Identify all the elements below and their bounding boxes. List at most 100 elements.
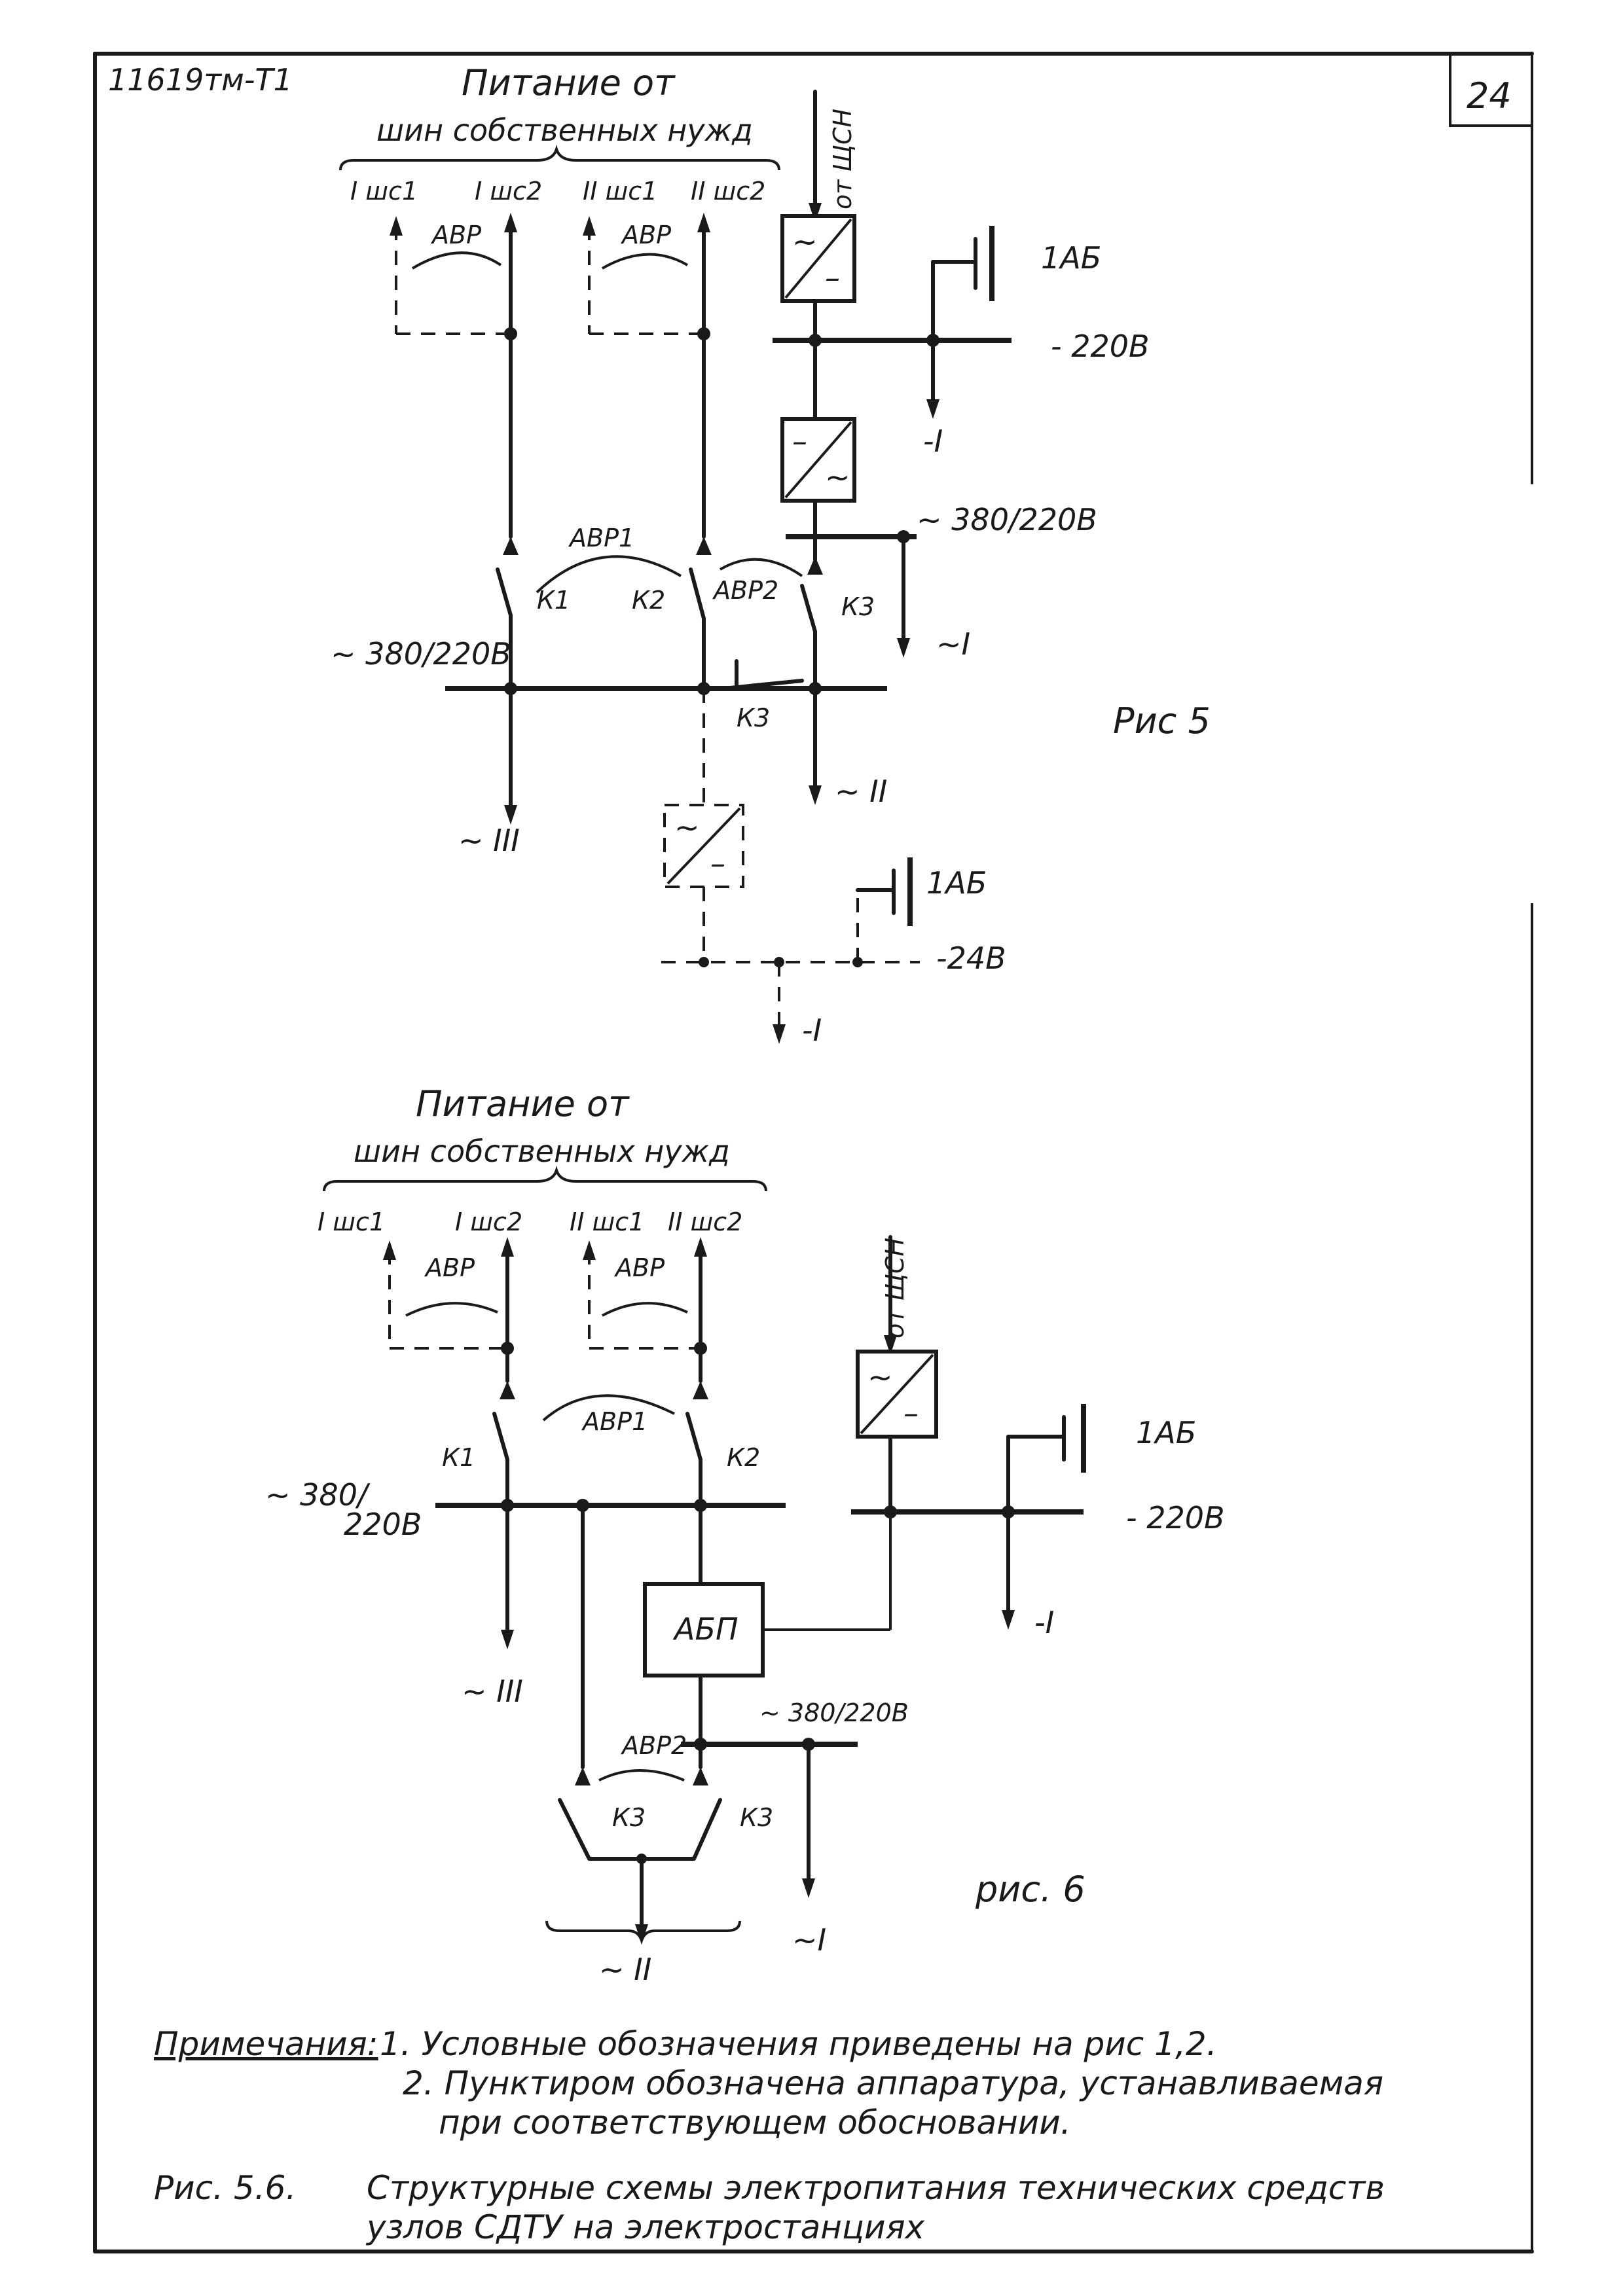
- fig6-abp-label: АБП: [672, 1611, 739, 1647]
- fig5-dc-out-arrow: [926, 399, 939, 419]
- fig5-k3b-label: К3: [737, 704, 770, 732]
- fig5-bus4-arrow: [697, 213, 710, 232]
- fig6-out-i-arrow: [802, 1878, 815, 1898]
- fig6-out-ii-label: ~ II: [599, 1952, 651, 1987]
- fig5-24v-out-label: -I: [802, 1013, 822, 1048]
- fig6-k2-label: К2: [727, 1443, 760, 1472]
- fig6-ac-bus-label-a: ~ 380/: [265, 1477, 371, 1513]
- fig6-rectifier-diag: [860, 1354, 934, 1435]
- fig5-avr2-label: АВР2: [712, 576, 778, 605]
- fig5-avr2-arc: [719, 558, 803, 577]
- fig5-bus3-arrow: [583, 216, 596, 236]
- fig5-out-ii-arrow: [809, 785, 822, 805]
- fig5-ac-main-junction-3: [809, 682, 822, 695]
- fig5-24v-ac-glyph: ~: [674, 810, 700, 845]
- fig5-out-iii-arrow: [504, 805, 517, 825]
- fig5-avr-arc-left: [411, 251, 502, 270]
- fig6-out-iii-arrow: [501, 1630, 514, 1649]
- fig5-24v-battery-label: 1АБ: [926, 865, 987, 901]
- figure-caption-line-2: узлов СДТУ на электростанциях: [365, 2208, 925, 2246]
- fig6-k3-right-blade: [692, 1798, 722, 1861]
- fig6-supply-brace: [323, 1165, 767, 1192]
- fig6-bus1-arrow: [383, 1240, 396, 1260]
- fig5-inverter-dc-glyph: –: [792, 423, 807, 459]
- fig5-k3-contact-mark: [807, 556, 823, 575]
- fig6-dc-out-arrow: [1002, 1610, 1015, 1630]
- fig5-k1-label: К1: [537, 586, 570, 615]
- fig5-bus-label-4: II шс2: [691, 177, 765, 206]
- fig5-bus2-arrow: [504, 213, 517, 232]
- fig5-supply-title-1: Питание от: [462, 62, 676, 103]
- figure-6: Питание от шин собственных нужд I шс1 I …: [265, 1083, 1225, 1987]
- fig5-ac-top-label: ~ 380/220В: [917, 502, 1097, 537]
- fig6-out-ii-brace: [545, 1920, 741, 1945]
- figure-caption: Рис. 5.6. Структурные схемы электропитан…: [154, 2169, 1385, 2246]
- notes-label: Примечания:: [154, 2025, 378, 2063]
- fig5-k1-contact-mark: [503, 537, 519, 555]
- fig5-inverter-diag: [784, 421, 852, 499]
- fig6-bus-label-1: I шс1: [318, 1208, 385, 1236]
- fig5-avr-right: АВР: [620, 221, 671, 249]
- fig6-avr-left: АВР: [424, 1253, 475, 1282]
- fig6-dc220-label: - 220В: [1126, 1500, 1225, 1535]
- fig6-bus-label-2: I шс2: [455, 1208, 522, 1236]
- fig6-ac-bus-label-b: 220В: [344, 1507, 422, 1542]
- figure-5: Питание от шин собственных нужд I шс1 I …: [331, 62, 1211, 1048]
- fig6-caption: рис. 6: [975, 1869, 1085, 1910]
- fig5-k2-contact-mark: [696, 537, 712, 555]
- fig5-24v-dc-glyph: –: [710, 846, 725, 881]
- figure-caption-label: Рис. 5.6.: [154, 2169, 296, 2207]
- fig5-out-ii-label: ~ II: [835, 774, 887, 809]
- fig6-bus2-junction: [501, 1342, 514, 1355]
- fig6-avr-arc-left: [405, 1302, 498, 1317]
- fig5-ac-top-out-label: ~I: [936, 626, 970, 662]
- fig6-bus4-junction: [694, 1342, 707, 1355]
- fig5-dc220-label: - 220В: [1051, 329, 1150, 364]
- fig5-24v-junction-1: [699, 957, 709, 967]
- fig5-avr1-arc: [536, 555, 682, 594]
- fig6-k1-label: К1: [442, 1443, 475, 1472]
- fig6-avr1-label: АВР1: [581, 1407, 647, 1436]
- fig6-k3-left-blade: [558, 1798, 591, 1861]
- fig6-bus-label-4: II шс2: [668, 1208, 742, 1236]
- fig5-rectifier-diag: [784, 218, 852, 299]
- fig5-dc-out-label: -I: [923, 423, 943, 459]
- fig5-supply-brace: [339, 144, 780, 171]
- note-1: 1. Условные обозначения приведены на рис…: [380, 2025, 1217, 2063]
- fig5-24v-rectifier-diag: [666, 807, 741, 885]
- fig6-avr2-arc: [598, 1769, 685, 1782]
- fig5-bus-label-3: II шс1: [583, 177, 657, 206]
- fig6-battery-label: 1АБ: [1136, 1415, 1196, 1450]
- fig5-avr1-label: АВР1: [568, 524, 634, 552]
- fig6-ac-junction-3: [694, 1499, 707, 1512]
- fig5-k2-label: К2: [632, 586, 665, 615]
- page-number: 24: [1467, 75, 1512, 117]
- fig6-rectifier-dc-glyph: –: [903, 1395, 919, 1431]
- fig5-24v-label: -24В: [936, 941, 1006, 976]
- fig6-bus-label-3: II шс1: [570, 1208, 644, 1236]
- fig5-k3-blade: [800, 584, 817, 634]
- fig6-out-ii-arrow: [635, 1924, 648, 1944]
- fig5-bus1-arrow: [390, 216, 403, 236]
- figure-caption-line-1: Структурные схемы электропитания техниче…: [367, 2169, 1385, 2207]
- fig6-k2-contact-mark: [693, 1381, 708, 1399]
- fig6-k2-blade: [685, 1412, 702, 1462]
- fig5-caption: Рис 5: [1113, 700, 1211, 742]
- fig6-avr-arc-right: [602, 1302, 688, 1317]
- fig6-k1-contact-mark: [500, 1381, 515, 1399]
- fig6-supply-title-2: шин собственных нужд: [354, 1134, 730, 1169]
- notes-block: Примечания: 1. Условные обозначения прив…: [154, 2025, 1383, 2142]
- fig5-supply-title-2: шин собственных нужд: [376, 113, 753, 148]
- fig5-24v-out-arrow: [773, 1024, 786, 1044]
- fig6-avr2-label: АВР2: [620, 1731, 687, 1760]
- fig6-k3-left-mark: [575, 1767, 591, 1785]
- fig5-ac-main-label: ~ 380/220В: [331, 636, 511, 672]
- fig5-from-shsn: от ЩСН: [828, 109, 857, 209]
- fig6-avr1-arc: [542, 1394, 675, 1422]
- fig5-bus4-junction: [697, 327, 710, 340]
- fig5-battery-label: 1АБ: [1041, 240, 1101, 276]
- fig5-out-iii-label: ~ III: [458, 823, 520, 858]
- fig6-dc-out-label: -I: [1034, 1605, 1054, 1640]
- fig6-from-shsn: от ЩСН: [881, 1238, 909, 1338]
